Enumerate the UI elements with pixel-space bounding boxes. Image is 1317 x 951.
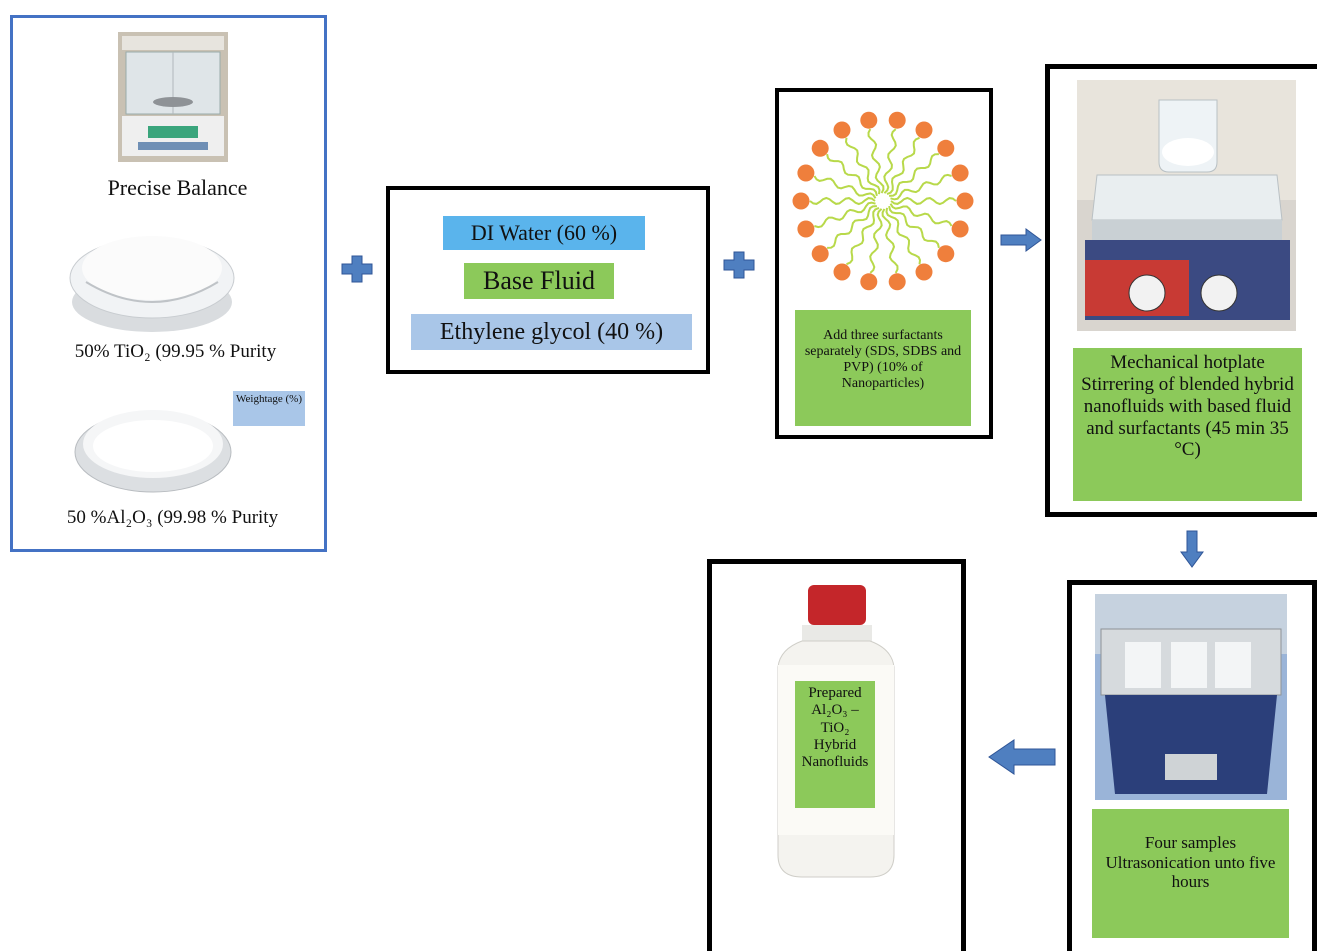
micelle-head xyxy=(811,245,829,263)
weightage-tag: Weightage (%) xyxy=(233,391,305,426)
micelle-head xyxy=(956,192,974,210)
micelle-head xyxy=(915,263,933,281)
micelle-head xyxy=(833,263,851,281)
plus-icon xyxy=(722,250,756,280)
al2o3-label: 50 %Al₂O₃ (99.98 % Purity xyxy=(66,507,279,528)
micelle-head xyxy=(951,164,969,182)
micelle-head xyxy=(797,164,815,182)
micelle-head xyxy=(937,245,955,263)
ethylene-glycol-label: Ethylene glycol (40 %) xyxy=(411,314,692,350)
plus-icon xyxy=(340,254,374,284)
micelle-head xyxy=(811,139,829,157)
hotplate-text: Mechanical hotplate Stirrering of blende… xyxy=(1073,348,1302,501)
micelle-head xyxy=(888,273,906,291)
micelle-head xyxy=(792,192,810,210)
arrow-right-icon xyxy=(1000,228,1042,252)
micelle-icon xyxy=(792,110,974,292)
micelle-head xyxy=(797,220,815,238)
surfactant-text: Add three surfactants separately (SDS, S… xyxy=(795,310,971,426)
product-text: Prepared Al₂O₃ – TiO₂ Hybrid Nanofluids xyxy=(795,681,875,808)
ultrasonication-text: Four samples Ultrasonication unto five h… xyxy=(1092,809,1289,938)
arrow-left-icon xyxy=(988,739,1056,775)
tio2-powder-image xyxy=(68,222,236,334)
precise-balance-image xyxy=(118,32,228,162)
micelle-head xyxy=(915,121,933,139)
hotplate-stirrer-image xyxy=(1077,80,1296,331)
micelle-head xyxy=(860,111,878,129)
ultrasonic-bath-image xyxy=(1095,594,1287,800)
micelle-head xyxy=(833,121,851,139)
micelle-head xyxy=(888,111,906,129)
precise-balance-label: Precise Balance xyxy=(107,175,248,200)
base-fluid-title: Base Fluid xyxy=(464,263,614,299)
micelle-head xyxy=(951,220,969,238)
micelle-head xyxy=(937,139,955,157)
al2o3-powder-image xyxy=(72,390,234,500)
di-water-label: DI Water (60 %) xyxy=(443,216,645,250)
arrow-down-icon xyxy=(1180,530,1204,568)
tio2-label: 50% TiO₂ (99.95 % Purity xyxy=(74,341,277,362)
micelle-head xyxy=(860,273,878,291)
